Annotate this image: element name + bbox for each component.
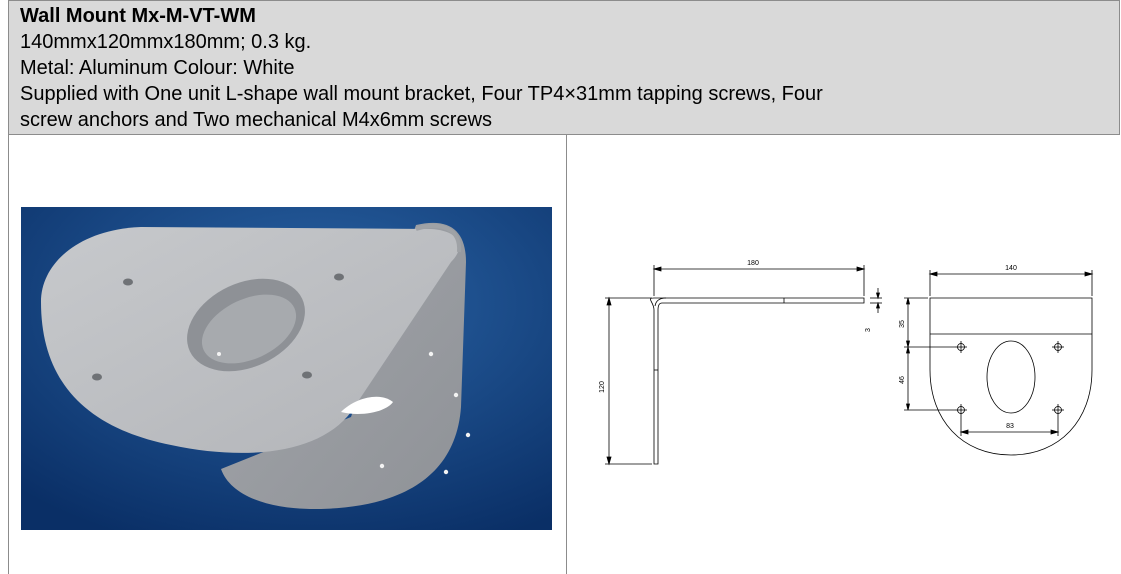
dim-35-label: 35 [899,320,906,328]
product-material: Metal: Aluminum Colour: White [20,57,295,79]
supplied-line-2: screw anchors and Two mechanical M4x6mm … [20,109,493,131]
dim-180-label: 180 [747,260,759,267]
dim-83-label: 83 [1006,423,1014,430]
dim-120-label: 120 [599,381,606,393]
product-dimensions: 140mmx120mmx180mm; 0.3 kg. [20,31,312,53]
dim-140-label: 140 [1005,265,1017,272]
product-photo [21,207,552,530]
technical-drawing: 180 120 3 140 35 46 83 [599,260,1094,466]
supplied-line-1: Supplied with One unit L-shape wall moun… [20,83,823,105]
table-column-divider [566,134,567,574]
header-text: Wall Mount Mx-M-VT-WM 140mmx120mmx180mm;… [20,3,1112,133]
dim-3-label: 3 [865,328,872,332]
product-title: Wall Mount Mx-M-VT-WM [20,5,256,27]
product-header: Wall Mount Mx-M-VT-WM 140mmx120mmx180mm;… [8,0,1120,135]
dim-46-label: 46 [899,376,906,384]
table-left-border [8,134,9,574]
